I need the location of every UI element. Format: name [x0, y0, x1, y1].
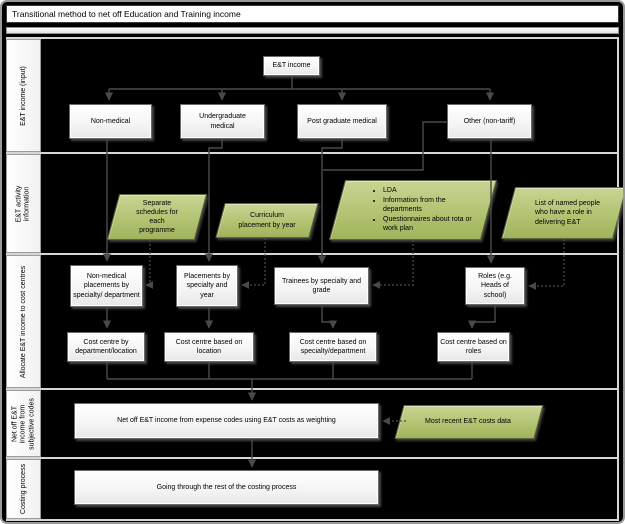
node-et-income: E&T income [263, 56, 320, 76]
node-net-off: Net off E&T income from expense codes us… [74, 403, 379, 439]
node-cost-centre-specialty: Cost centre based on specialty/departmen… [289, 332, 377, 362]
lane-border-right [617, 37, 619, 521]
lda-bullet-list: LDAInformation from the departmentsQuest… [371, 186, 483, 233]
lane-border-top [6, 37, 619, 39]
node-roles: Roles (e.g. Heads of school) [465, 267, 525, 305]
node-trainees: Trainees by specialty and grade [274, 267, 369, 305]
node-nonmedical-placements: Non-medical placements by specialty/ dep… [70, 265, 143, 307]
connector-namedpeople-input [528, 239, 565, 290]
lane-separator-4 [6, 457, 619, 459]
node-placements-by-year: Placements by specialty and year [176, 265, 238, 307]
node-undergraduate-medical: Undergraduate medical [180, 104, 265, 139]
lane-costing: Costing process [6, 459, 41, 519]
connector-schedules-input [145, 240, 154, 289]
lane-et-income: E&T income (input) [6, 39, 41, 152]
connector-undergrad-to-placements [204, 139, 223, 262]
node-other-non-tariff: Other (non-tariff) [447, 104, 532, 139]
node-cost-centre-location: Cost centre based on location [164, 332, 254, 362]
node-costing-process: Going through the rest of the costing pr… [74, 470, 379, 505]
lane-label-text: Costing process [19, 463, 27, 515]
lane-label-text: E&T activity information [15, 185, 31, 222]
node-cost-centre-dept: Cost centre by department/location [67, 332, 145, 362]
header-strip [6, 27, 619, 34]
diagram-title: Transitional method to net off Education… [6, 5, 619, 23]
lane-separator-1 [6, 152, 619, 154]
input-named-people: List of named people who have a role in … [501, 187, 623, 239]
lane-allocate: Allocate E&T income to cost centres [6, 255, 41, 388]
lane-separator-2 [6, 253, 619, 255]
input-costs-data: Most recent E&T costs data [394, 405, 544, 439]
connector-curriculum-input [241, 238, 266, 289]
input-lda-information: LDAInformation from the departmentsQuest… [328, 180, 498, 240]
node-cost-centre-roles: Cost centre based on roles [437, 332, 510, 362]
connector-roles-to-ccroles [467, 305, 496, 329]
lane-label-text: Net off E&T income from subjective codes [10, 397, 35, 450]
lane-net-off: Net off E&T income from subjective codes [6, 390, 41, 457]
lane-et-activity: E&T activity information [6, 154, 41, 253]
lane-label-text: E&T income (input) [19, 65, 27, 126]
input-separate-schedules: Separate schedules for each programme [106, 194, 208, 240]
lane-separator-3 [6, 388, 619, 390]
lane-border-bottom [6, 519, 619, 521]
input-curriculum-placement: Curriculum placement by year [215, 203, 319, 238]
lane-label-text: Allocate E&T income to cost centres [19, 265, 27, 378]
connector-lda-input [372, 240, 414, 289]
connector-trainees-to-ccspecialty [321, 305, 338, 329]
node-non-medical: Non-medical [69, 104, 152, 139]
node-postgraduate-medical: Post graduate medical [297, 104, 387, 139]
